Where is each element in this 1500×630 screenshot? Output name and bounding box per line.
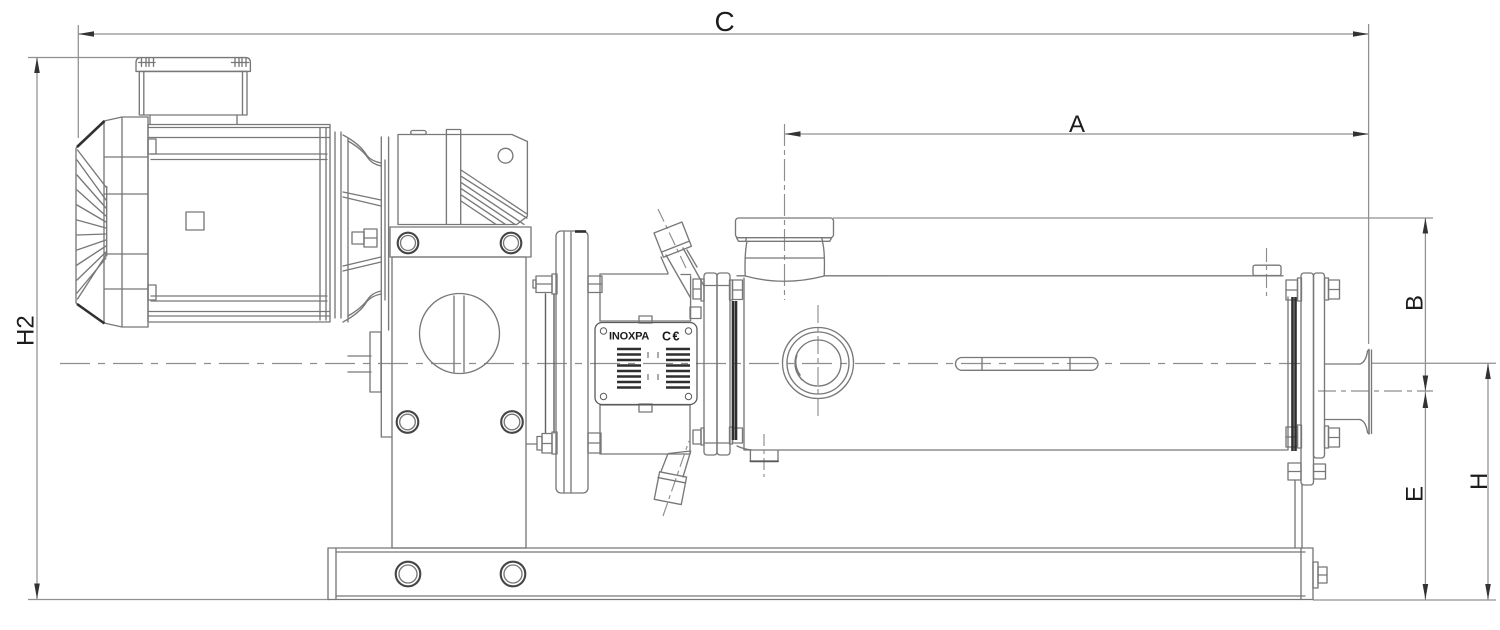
svg-text:C: C xyxy=(715,6,735,37)
svg-text:C€: C€ xyxy=(662,330,681,344)
svg-text:E: E xyxy=(1402,486,1429,502)
svg-text:A: A xyxy=(1069,111,1085,138)
svg-text:H2: H2 xyxy=(13,315,40,346)
svg-text:B: B xyxy=(1402,295,1429,311)
svg-text:INOXPA: INOXPA xyxy=(609,331,649,343)
svg-text:H: H xyxy=(1466,473,1493,490)
